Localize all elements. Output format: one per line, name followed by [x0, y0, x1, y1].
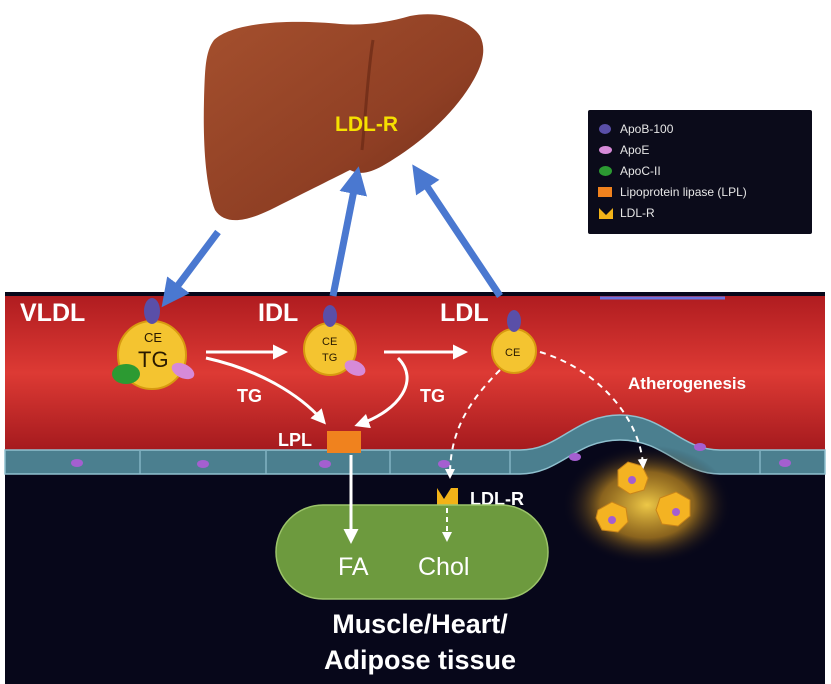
chol-label: Chol — [418, 553, 469, 581]
ldl-to-receptor-path — [445, 369, 501, 479]
idl-label: IDL — [258, 299, 298, 327]
apoe-icon — [599, 145, 612, 154]
arrow-ldl-to-liver — [412, 164, 503, 298]
tissue-cell — [275, 504, 549, 600]
arrow-tg-to-lpl-left — [205, 356, 326, 425]
apoe-icon — [344, 360, 366, 376]
legend-item: LDL-R — [596, 202, 804, 223]
legend-label: LDL-R — [620, 205, 655, 220]
apob-icon — [599, 123, 611, 134]
ldlr-icon — [599, 207, 613, 219]
liver — [203, 14, 484, 221]
legend-item: ApoB-100 — [596, 118, 804, 139]
arrow-idl-to-liver — [329, 166, 368, 297]
foam-cells — [595, 461, 691, 533]
lpl-icon — [327, 431, 361, 453]
legend-label: ApoE — [620, 142, 650, 157]
tg-label-left: TG — [237, 386, 262, 406]
vldl-label: VLDL — [20, 299, 85, 327]
legend-label: ApoB-100 — [620, 121, 674, 136]
tg-label-right: TG — [420, 386, 445, 406]
apoc-icon — [599, 165, 612, 176]
fa-label: FA — [338, 553, 369, 581]
legend-label: ApoC-II — [620, 163, 661, 178]
apoc-icon — [112, 364, 140, 384]
legend-item: ApoC-II — [596, 160, 804, 181]
endothelial-nuclei — [71, 443, 791, 468]
lpl-label: LPL — [278, 430, 312, 450]
liver-ldlr-label: LDL-R — [335, 113, 398, 136]
legend-item: Lipoprotein lipase (LPL) — [596, 181, 804, 202]
arrow-liver-to-vldl — [161, 229, 221, 308]
atherogenesis-label: Atherogenesis — [628, 374, 746, 393]
lpl-icon — [598, 186, 612, 197]
ldl-to-atherogenesis-path — [539, 351, 648, 469]
idl-ce: CE — [322, 336, 337, 348]
endothelium — [4, 414, 826, 475]
ldl-particle — [491, 310, 537, 374]
tissue-label-line1: Muscle/Heart/ — [332, 609, 508, 639]
vldl-ce: CE — [144, 330, 162, 345]
legend-label: Lipoprotein lipase (LPL) — [620, 184, 747, 199]
tissue-label-line2: Adipose tissue — [324, 645, 516, 675]
blood-vessel — [5, 296, 825, 450]
apob-icon — [323, 305, 337, 327]
apob-icon — [507, 310, 521, 332]
vldl-particle — [112, 298, 195, 390]
ldlr-tissue-label: LDL-R — [470, 489, 524, 509]
arrow-tg-to-lpl-right — [354, 356, 409, 429]
idl-particle — [303, 305, 366, 376]
apob-icon — [144, 298, 160, 324]
vldl-tg: TG — [138, 347, 169, 372]
legend: ApoB-100 ApoE ApoC-II Lipoprotein lipase… — [588, 110, 812, 234]
atherogenesis-glow — [562, 445, 732, 565]
ldlr-icon — [437, 488, 458, 506]
ldl-label: LDL — [440, 299, 489, 327]
cell-junctions — [139, 451, 761, 474]
ldl-ce: CE — [505, 347, 520, 359]
legend-item: ApoE — [596, 139, 804, 160]
idl-tg: TG — [322, 352, 337, 364]
apoe-icon — [171, 362, 195, 380]
